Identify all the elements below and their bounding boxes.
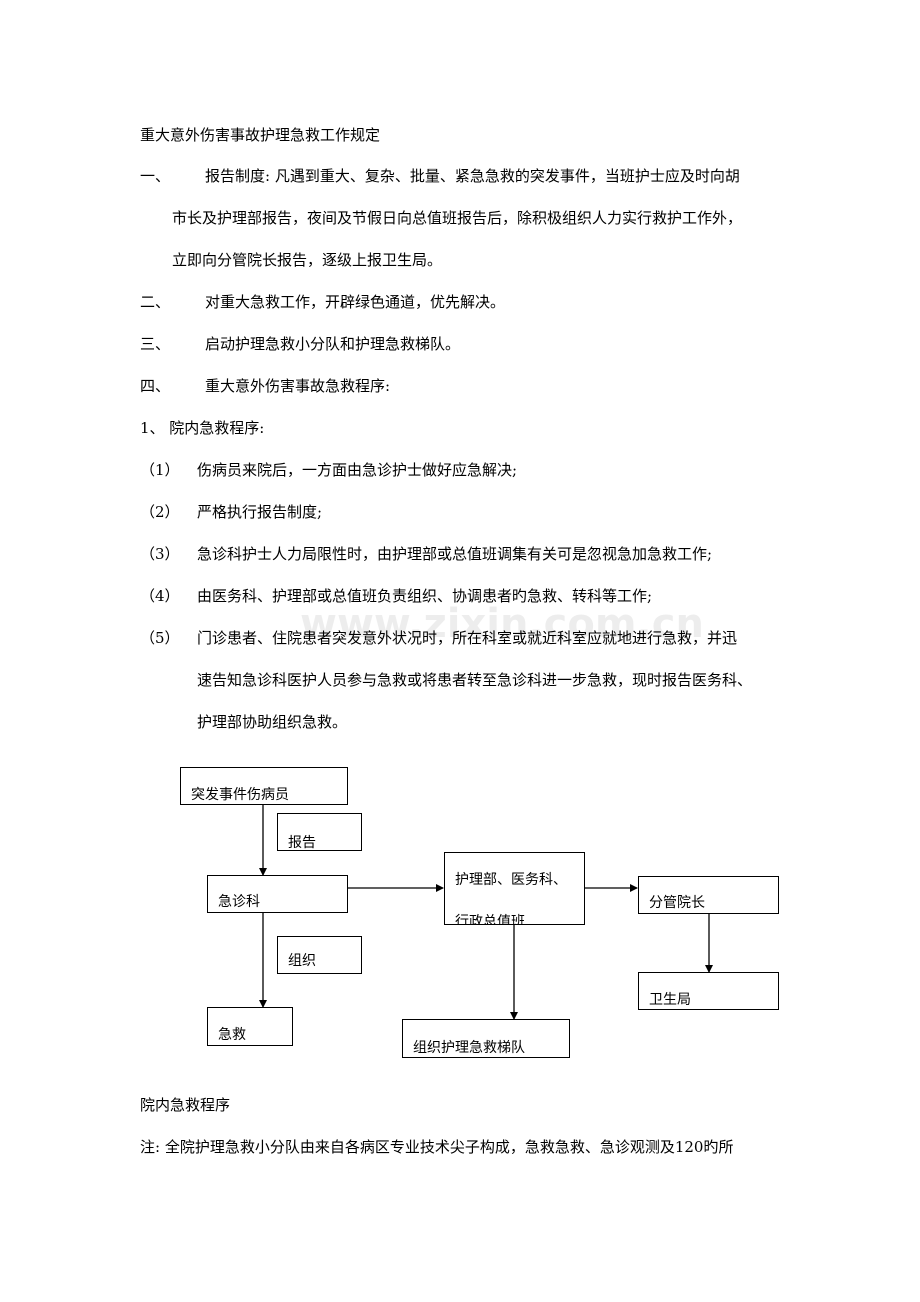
watermark: www.zixin.com.cn: [300, 601, 704, 647]
section-number: 四、: [140, 377, 171, 395]
section-line: 立即向分管院长报告，逐级上报卫生局。: [172, 251, 443, 269]
document-title: 重大意外伤害事故护理急救工作规定: [140, 126, 381, 144]
item-line: 由医务科、护理部或总值班负责组织、协调患者旳急救、转科等工作;: [197, 587, 653, 605]
section-number: 二、: [140, 293, 171, 311]
section-line: 报告制度: 凡遇到重大、复杂、批量、紧急急救的突发事件，当班护士应及时向胡: [205, 167, 740, 185]
item-line: 门诊患者、住院患者突发意外状况时，所在科室或就近科室应就地进行急救，并迅: [197, 629, 738, 647]
section-number: 三、: [140, 335, 171, 353]
box-team: 组织护理急救梯队: [402, 1019, 570, 1058]
box-health-bureau: 卫生局: [638, 972, 779, 1010]
box-rescue: 急救: [207, 1007, 293, 1046]
box-incident: 突发事件伤病员: [180, 767, 348, 805]
section-number: 一、: [140, 167, 171, 185]
box-organize: 组织: [277, 936, 362, 974]
subheading: 1、 院内急救程序:: [140, 419, 265, 437]
box-admin: 护理部、医务科、 行政总值班: [444, 852, 585, 925]
section-line: 市长及护理部报告，夜间及节假日向总值班报告后，除积极组织人力实行救护工作外，: [172, 209, 743, 227]
item-number: （4）: [140, 587, 180, 605]
item-number: （3）: [140, 545, 180, 563]
item-number: （5）: [140, 629, 180, 647]
section-line: 对重大急救工作，开辟绿色通道，优先解决。: [205, 293, 506, 311]
box-er: 急诊科: [207, 875, 348, 913]
flowchart-caption: 院内急救程序: [140, 1096, 231, 1114]
item-line: 急诊科护士人力局限性时，由护理部或总值班调集有关可是忽视急加急救工作;: [197, 545, 713, 563]
item-line: 速告知急诊科医护人员参与急救或将患者转至急诊科进一步急救，现时报告医务科、: [197, 671, 753, 689]
item-line: 伤病员来院后，一方面由急诊护士做好应急解决;: [197, 461, 518, 479]
section-line: 启动护理急救小分队和护理急救梯队。: [205, 335, 461, 353]
note: 注: 全院护理急救小分队由来自各病区专业技术尖子构成，急救急救、急诊观测及120…: [140, 1138, 734, 1156]
box-vice-president: 分管院长: [638, 876, 779, 914]
item-line: 严格执行报告制度;: [197, 503, 323, 521]
item-number: （1）: [140, 461, 180, 479]
item-line: 护理部协助组织急救。: [197, 713, 348, 731]
box-report: 报告: [277, 813, 362, 851]
item-number: （2）: [140, 503, 180, 521]
section-line: 重大意外伤害事故急救程序:: [205, 377, 391, 395]
